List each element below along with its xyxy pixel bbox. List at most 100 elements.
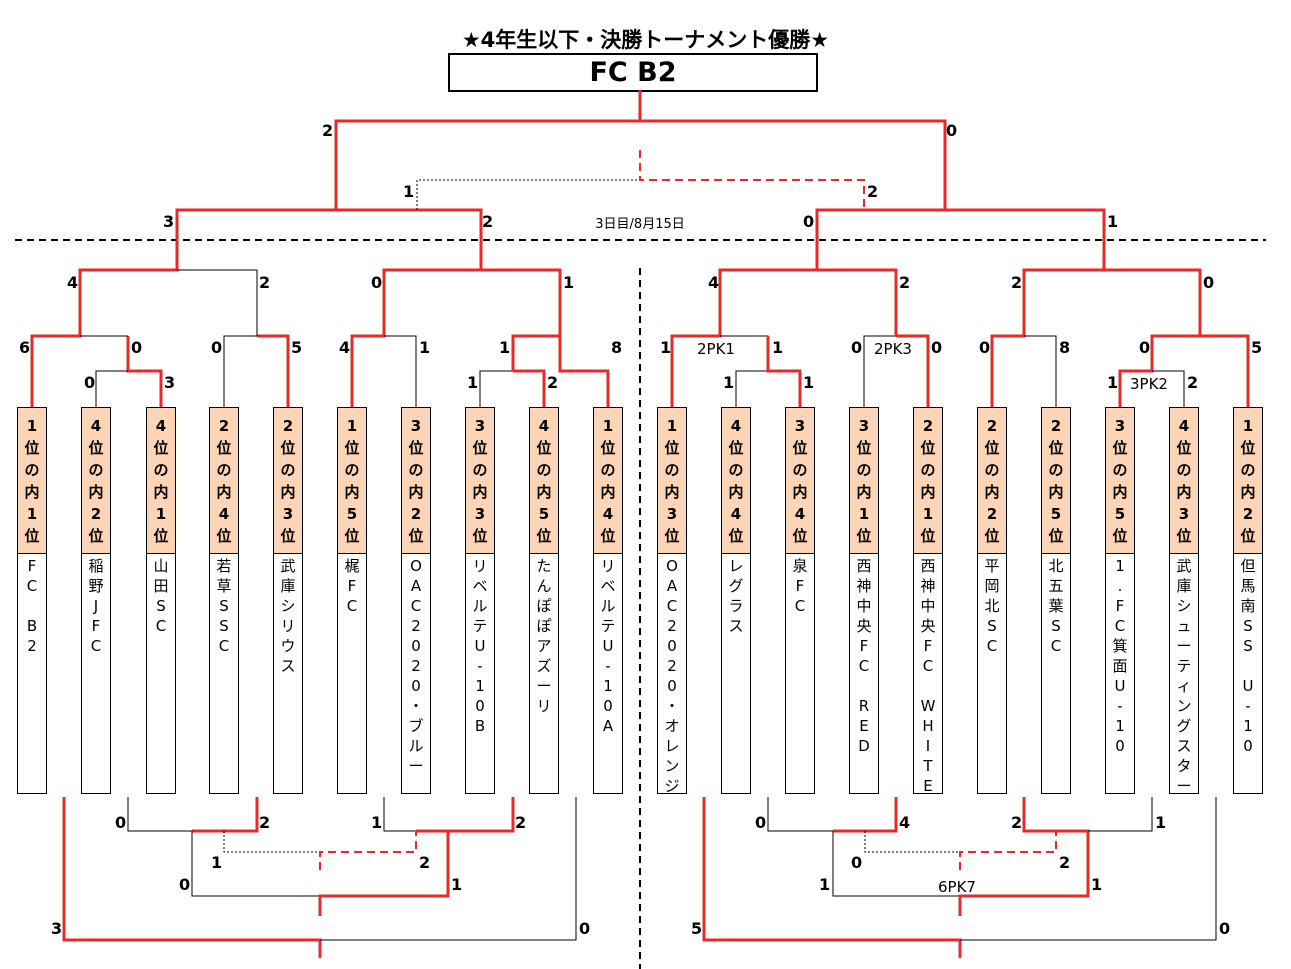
score-label: 4 [708, 273, 720, 292]
bracket-line [639, 150, 865, 210]
score-label: 1 [1155, 813, 1167, 832]
score-label: 0 [803, 212, 815, 231]
bracket-line [702, 797, 962, 958]
score-label: 2 [1059, 853, 1071, 872]
bracket-line [511, 334, 560, 371]
score-label: 1 [419, 338, 431, 357]
bracket-line [126, 336, 163, 407]
bracket-line [767, 797, 833, 832]
score-label: 4 [899, 813, 911, 832]
score-label: 4 [67, 273, 79, 292]
bracket-line [945, 208, 1106, 407]
bracket-line [959, 831, 1057, 870]
score-label: 2 [867, 182, 879, 201]
score-label: 0 [851, 338, 863, 357]
score-label: 0 [579, 919, 591, 938]
pk-result: 3PK2 [1130, 375, 1168, 393]
bracket-line [817, 268, 898, 336]
bracket-line [640, 119, 947, 407]
score-label: 2 [1011, 273, 1023, 292]
score-label: 8 [1059, 338, 1071, 357]
score-label: 1 [563, 273, 575, 292]
bracket-line [191, 831, 320, 897]
score-label: 1 [371, 813, 383, 832]
bracket-line [832, 831, 960, 897]
score-label: 3 [164, 373, 176, 392]
score-label: 0 [946, 121, 958, 140]
score-label: 5 [1251, 338, 1263, 357]
bracket-line [896, 334, 930, 407]
bracket-line [513, 369, 546, 407]
bracket-line [384, 335, 417, 407]
bracket-line [863, 335, 896, 407]
score-label: 2 [482, 212, 494, 231]
bracket-line [448, 797, 515, 833]
bracket-line [223, 335, 257, 407]
score-label: 1 [1091, 875, 1103, 894]
score-label: 1 [451, 875, 463, 894]
bracket-line [833, 797, 898, 833]
pk-result: 2PK1 [697, 340, 735, 358]
team-name: たんぽぽアズーリ [536, 557, 552, 715]
score-label: 0 [851, 853, 863, 872]
bracket-line [177, 208, 483, 407]
score-label: 0 [211, 338, 223, 357]
score-label: 5 [291, 338, 303, 357]
bracket-line [960, 797, 1217, 941]
score-label: 0 [179, 875, 191, 894]
score-label: 0 [84, 373, 96, 392]
score-label: 1 [211, 853, 223, 872]
score-label: 0 [1139, 338, 1151, 357]
score-label: 2 [1011, 813, 1023, 832]
score-label: 2 [419, 853, 431, 872]
bracket-line [735, 370, 768, 407]
score-label: 6 [19, 338, 31, 357]
score-label: 1 [1107, 212, 1119, 231]
score-label: 2 [1187, 373, 1199, 392]
score-label: 0 [755, 813, 767, 832]
bracket-line [481, 268, 562, 336]
bracket-line [95, 370, 128, 407]
bracket-line [479, 370, 513, 407]
bracket-line [62, 797, 322, 958]
score-label: 1 [819, 875, 831, 894]
bracket-line [177, 269, 258, 336]
score-label: 3 [51, 919, 63, 938]
